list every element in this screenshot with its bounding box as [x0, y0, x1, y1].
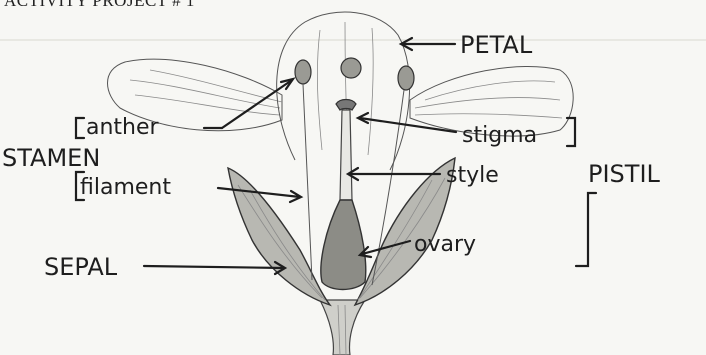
- anther-label: anther: [86, 115, 160, 140]
- anther-center: [341, 58, 361, 78]
- label-sepal: SEPAL: [44, 253, 285, 281]
- anther-right: [398, 66, 414, 90]
- ovary-shape: [321, 200, 366, 290]
- sepal-label: SEPAL: [44, 253, 118, 281]
- label-filament: filament: [76, 172, 301, 202]
- style-shape: [340, 110, 352, 200]
- pistil-label: PISTIL: [588, 160, 661, 188]
- anther-left: [295, 60, 311, 84]
- stem: [320, 300, 365, 355]
- petal-label: PETAL: [460, 31, 533, 59]
- ovary-label: ovary: [414, 232, 476, 257]
- pistil-bracket: [576, 193, 596, 266]
- stamen-label: STAMEN: [2, 144, 100, 172]
- label-ovary: ovary: [360, 232, 476, 257]
- stigma-label: stigma: [462, 123, 537, 148]
- sepal-arrow: [144, 266, 284, 268]
- filament-label: filament: [80, 175, 171, 200]
- label-petal: PETAL: [401, 31, 533, 59]
- label-anther: anther: [76, 79, 293, 140]
- label-pistil: PISTIL: [576, 160, 661, 266]
- label-stigma: stigma: [358, 113, 575, 148]
- left-sepal: [228, 168, 330, 305]
- pistil: [321, 100, 366, 290]
- stigma-shape: [336, 100, 356, 111]
- pistil-bracket-top: [567, 118, 575, 146]
- stigma-arrow: [360, 118, 456, 132]
- style-label: style: [446, 163, 499, 188]
